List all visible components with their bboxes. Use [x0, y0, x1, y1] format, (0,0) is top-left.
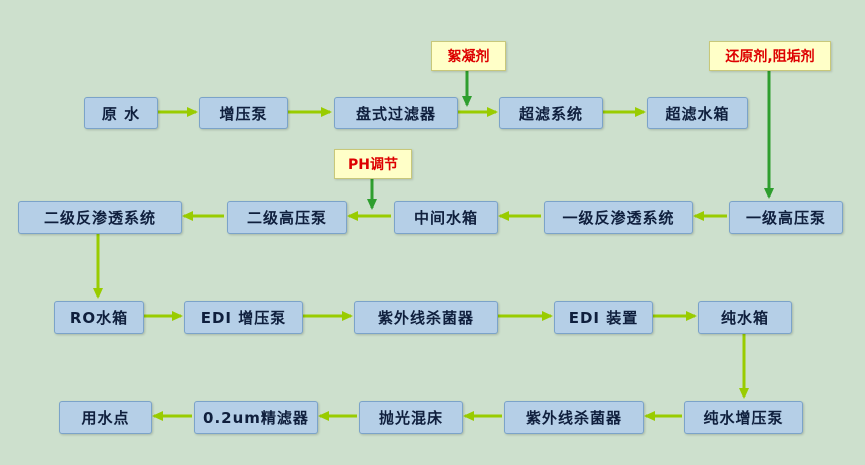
node-edi-unit: EDI 装置 — [554, 301, 653, 334]
node-mid-tank: 中间水箱 — [394, 201, 498, 234]
chem-label-flocculant: 絮凝剂 — [431, 41, 506, 71]
chem-label-reductant: 还原剂,阻垢剂 — [709, 41, 831, 71]
node-pure-tank: 纯水箱 — [698, 301, 792, 334]
node-uv-sterilizer-1: 紫外线杀菌器 — [354, 301, 498, 334]
node-ro-system-2: 二级反渗透系统 — [18, 201, 182, 234]
node-uf-system: 超滤系统 — [499, 97, 603, 129]
node-polish-bed: 抛光混床 — [359, 401, 463, 434]
node-uv-sterilizer-2: 紫外线杀菌器 — [504, 401, 644, 434]
node-raw-water: 原 水 — [84, 97, 158, 129]
node-hp-pump-1: 一级高压泵 — [729, 201, 843, 234]
chem-label-ph-adjust: PH调节 — [334, 149, 412, 179]
node-ro-system-1: 一级反渗透系统 — [544, 201, 693, 234]
node-disc-filter: 盘式过滤器 — [334, 97, 458, 129]
node-edi-pump: EDI 增压泵 — [184, 301, 303, 334]
node-hp-pump-2: 二级高压泵 — [227, 201, 347, 234]
node-uf-tank: 超滤水箱 — [647, 97, 748, 129]
node-use-point: 用水点 — [59, 401, 152, 434]
node-booster-pump: 增压泵 — [199, 97, 288, 129]
node-fine-filter: 0.2um精滤器 — [194, 401, 318, 434]
node-pure-pump: 纯水增压泵 — [684, 401, 803, 434]
node-ro-tank: RO水箱 — [54, 301, 144, 334]
